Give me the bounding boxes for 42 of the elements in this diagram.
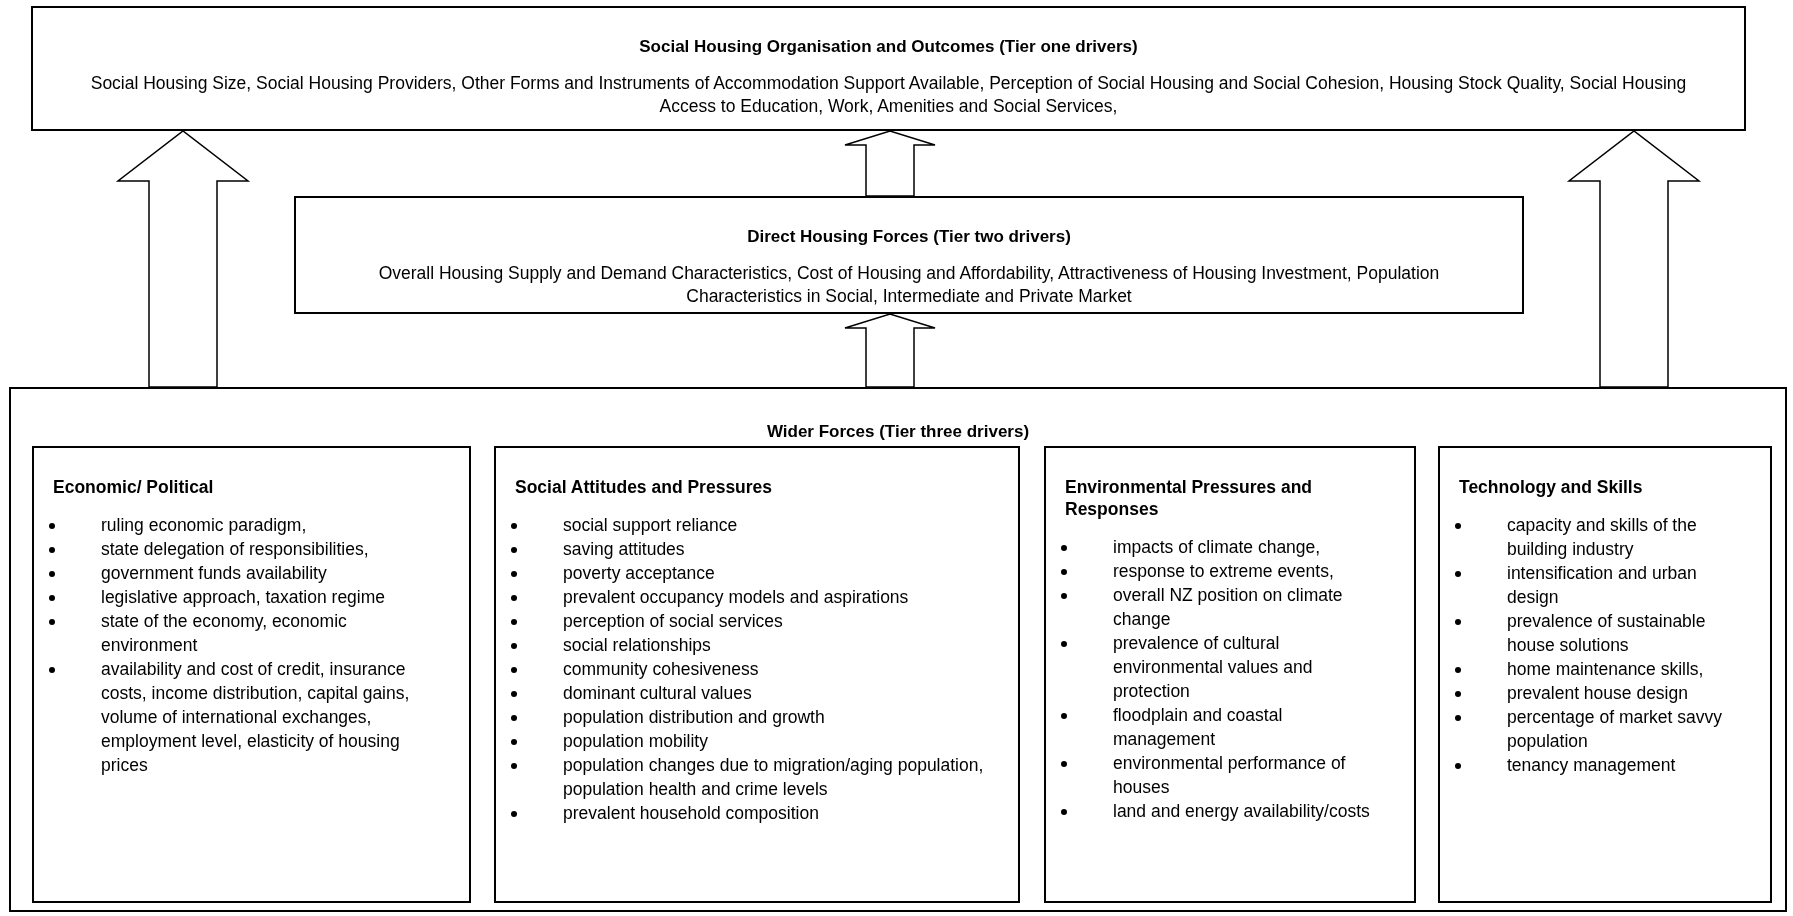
- box-title: Environmental Pressures and Responses: [1065, 476, 1314, 520]
- text-box: [31, 6, 1746, 131]
- bullet-item: population distribution and growth: [563, 706, 825, 729]
- bullet-item: legislative approach, taxation regime: [101, 586, 386, 609]
- bullet-item: government funds availability: [101, 562, 327, 585]
- bullet-item: prevalent occupancy models and aspirations: [563, 586, 909, 609]
- box-text: Social Housing Size, Social Housing Providers, Other Forms and Instruments of Accommodation Support Available, Perception of Social Housing and Social Cohesion, Housing Stock Quality, Social Housing Access to Education, Work, Amenities and Social Services,: [89, 71, 1688, 118]
- block-arrow: [844, 130, 936, 197]
- text-box: [32, 446, 471, 903]
- box-title: Direct Housing Forces (Tier two drivers): [747, 226, 1071, 248]
- text-box: [1044, 446, 1416, 903]
- box-title: Economic/ Political: [53, 476, 215, 498]
- bullet-item: tenancy management: [1507, 754, 1676, 777]
- bullet-item: saving attitudes: [563, 538, 685, 561]
- bullet-item: social support reliance: [563, 514, 738, 537]
- bullet-item: prevalent house design: [1507, 682, 1688, 705]
- bullet-item: land and energy availability/costs: [1113, 800, 1370, 823]
- text-box: [1438, 446, 1772, 903]
- bullet-item: home maintenance skills,: [1507, 658, 1704, 681]
- box-title: Social Attitudes and Pressures: [515, 476, 774, 498]
- box-text: Overall Housing Supply and Demand Characteristics, Cost of Housing and Affordability, Attractiveness of Housing Investment, Population Characteristics in Social, Intermediate and Private Market: [377, 261, 1441, 308]
- bullet-item: impacts of climate change,: [1113, 536, 1321, 559]
- text-box: [294, 196, 1524, 314]
- group-title: Wider Forces (Tier three drivers): [765, 421, 1031, 443]
- block-arrow: [1566, 130, 1702, 388]
- bullet-item: prevalent household composition: [563, 802, 819, 825]
- block-arrow: [115, 130, 251, 388]
- bullet-item: perception of social services: [563, 610, 783, 633]
- bullet-item: response to extreme events,: [1113, 560, 1334, 583]
- group-box: [9, 387, 1787, 912]
- bullet-item: availability and cost of credit, insurance costs, income distribution, capital gains, volume of international exchanges, employment level, elasticity of housing prices: [101, 658, 411, 777]
- bullet-item: ruling economic paradigm,: [101, 514, 307, 537]
- box-title: Social Housing Organisation and Outcomes (Tier one drivers): [639, 36, 1138, 58]
- bullet-item: community cohesiveness: [563, 658, 759, 681]
- box-title: Technology and Skills: [1459, 476, 1644, 498]
- bullet-item: poverty acceptance: [563, 562, 715, 585]
- bullet-item: population mobility: [563, 730, 708, 753]
- bullet-item: dominant cultural values: [563, 682, 752, 705]
- bullet-item: social relationships: [563, 634, 711, 657]
- text-box: [494, 446, 1020, 903]
- bullet-item: state delegation of responsibilities,: [101, 538, 369, 561]
- block-arrow: [844, 313, 936, 388]
